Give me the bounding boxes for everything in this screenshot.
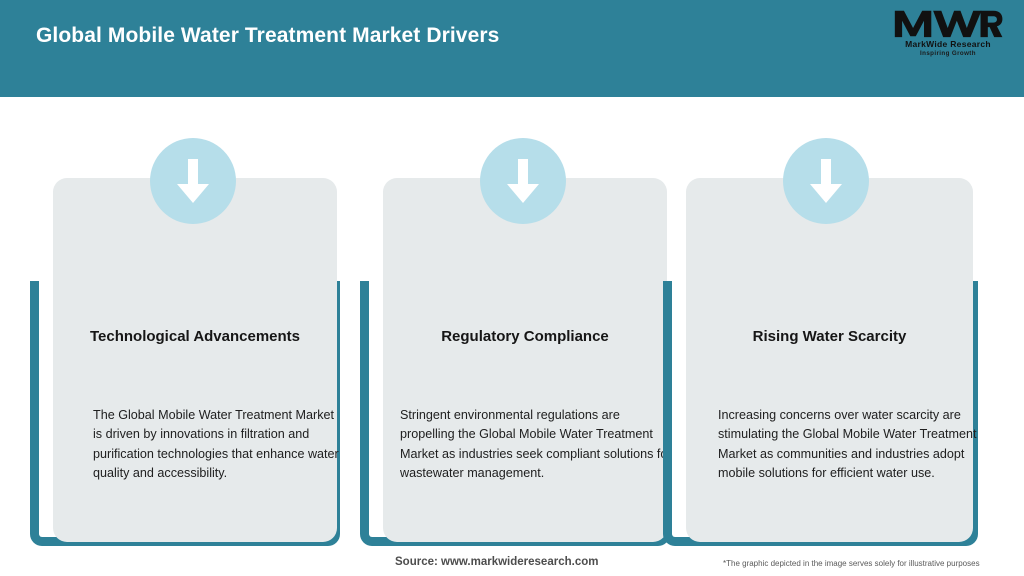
- drivers-card-container: Technological Advancements The Global Mo…: [0, 97, 1024, 576]
- down-arrow-icon: [479, 138, 566, 224]
- down-arrow-icon: [782, 138, 869, 224]
- page-title: Global Mobile Water Treatment Market Dri…: [36, 24, 500, 47]
- driver-card-group: Technological Advancements The Global Mo…: [30, 97, 355, 576]
- header-bar: Global Mobile Water Treatment Market Dri…: [0, 0, 1024, 97]
- mwr-logo-icon: [895, 10, 1003, 38]
- driver-card[interactable]: Technological Advancements The Global Mo…: [53, 178, 339, 542]
- driver-card-description: Increasing concerns over water scarcity …: [718, 408, 977, 480]
- logo-company-name: MarkWide Research: [905, 39, 991, 49]
- driver-card[interactable]: Regulatory Compliance Stringent environm…: [383, 178, 672, 542]
- driver-card-title: Regulatory Compliance: [441, 328, 609, 345]
- source-label: Source: www.markwideresearch.com: [395, 556, 599, 568]
- logo-tagline: Inspiring Growth: [920, 49, 976, 57]
- driver-card[interactable]: Rising Water Scarcity Increasing concern…: [686, 178, 977, 542]
- disclaimer-note: *The graphic depicted in the image serve…: [723, 559, 980, 568]
- driver-card-title: Rising Water Scarcity: [752, 328, 907, 345]
- driver-card-group: Regulatory Compliance Stringent environm…: [360, 97, 685, 576]
- brand-logo: MarkWide Research Inspiring Growth: [894, 8, 1003, 66]
- driver-card-group: Rising Water Scarcity Increasing concern…: [663, 97, 988, 576]
- driver-card-description: Stringent environmental regulations are …: [400, 408, 672, 480]
- down-arrow-icon: [149, 138, 236, 224]
- driver-card-title: Technological Advancements: [89, 328, 301, 345]
- driver-card-description: The Global Mobile Water Treatment Market…: [93, 408, 339, 480]
